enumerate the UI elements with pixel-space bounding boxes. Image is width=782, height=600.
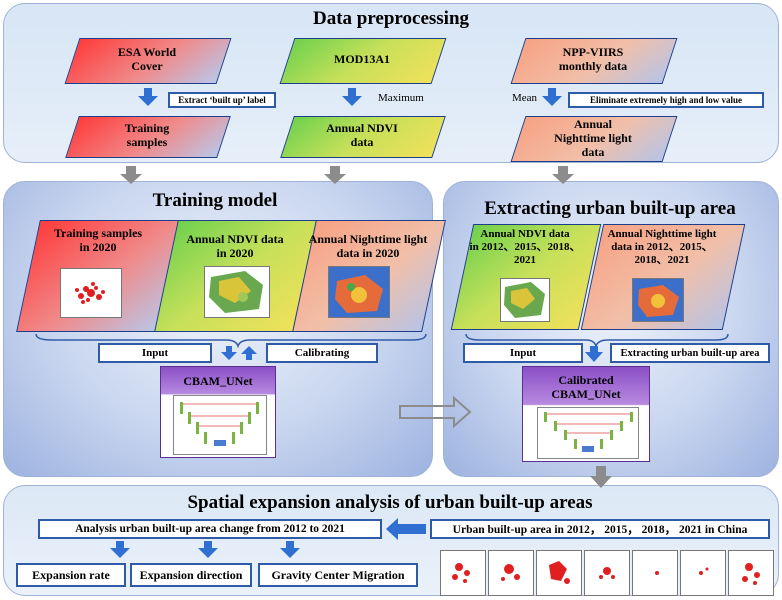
- train-samples-label: Training samples in 2020: [53, 226, 143, 254]
- train-samples-node: Training samples in 2020: [16, 220, 182, 332]
- extract-ntl-node: Annual Nighttime light data in 2012、2015…: [580, 224, 746, 330]
- npp-node: NPP-VIIRS monthly data: [510, 38, 678, 84]
- annual-ndvi-label: Annual NDVI data: [326, 121, 398, 149]
- built-up-thumbnail-4: [584, 550, 630, 596]
- training-ntl-map: [328, 266, 390, 318]
- training-bracket: [35, 333, 427, 349]
- urban-area-box: Urban built-up area in 2012， 2015， 2018，…: [430, 519, 770, 539]
- arrow-to-rate: [110, 541, 130, 558]
- arrow-calibrate-up: [241, 346, 257, 360]
- expansion-direction-box: Expansion direction: [130, 563, 252, 587]
- extract-label-box: Extract ‘built up’ label: [168, 92, 276, 108]
- train-ntl-label: Annual Nighttime light data in 2020: [308, 232, 428, 260]
- calibrating-box: Calibrating: [266, 343, 378, 363]
- training-samples-node: Training samples: [65, 116, 231, 158]
- training-title: Training model: [152, 190, 278, 211]
- cbam-unet-model: CBAM_UNet: [160, 366, 276, 458]
- built-up-thumbnail-3: [536, 550, 582, 596]
- annual-ntl-node: Annual Nighttime light data: [510, 116, 678, 162]
- preprocessing-title: Data preprocessing: [312, 8, 470, 29]
- grey-arrow-2: [324, 166, 346, 184]
- training-samples-map: [60, 268, 122, 318]
- calibrated-cbam-unet-diagram: [537, 407, 639, 459]
- built-up-thumbnail-5: [632, 550, 678, 596]
- train-input-box: Input: [98, 343, 212, 363]
- cbam-unet-label: CBAM_UNet: [183, 374, 253, 388]
- extracting-title: Extracting urban built-up area: [484, 198, 736, 219]
- grey-arrow-down-spatial: [590, 466, 612, 488]
- cbam-unet-diagram: [173, 395, 267, 455]
- spatial-title: Spatial expansion analysis of urban buil…: [187, 492, 593, 513]
- arrow-to-direction: [198, 541, 218, 558]
- annual-ndvi-node: Annual NDVI data: [280, 116, 446, 158]
- extract-ndvi-label: Annual NDVI data in 2012、2015、2018、 2021: [469, 228, 581, 266]
- analysis-box: Analysis urban built-up area change from…: [38, 519, 382, 539]
- built-up-thumbnail-2: [488, 550, 534, 596]
- extracting-label-box: Extracting urban built-up area: [610, 343, 770, 363]
- mean-note: Mean: [512, 92, 538, 104]
- train-ntl-node: Annual Nighttime light data in 2020: [292, 220, 446, 332]
- arrow-extract-input-down: [585, 346, 603, 362]
- training-ndvi-map: [204, 266, 270, 318]
- extracting-bracket: [465, 333, 729, 349]
- esa-node: ESA World Cover: [64, 38, 232, 84]
- maximum-note: Maximum: [378, 92, 424, 104]
- built-up-thumbnail-1: [440, 550, 486, 596]
- calibrated-cbam-unet-model: Calibrated CBAM_UNet: [522, 366, 650, 462]
- mod-node: MOD13A1: [279, 38, 447, 84]
- arrow-urban-to-analysis: [386, 518, 426, 540]
- npp-label: NPP-VIIRS monthly data: [558, 45, 628, 73]
- gravity-center-box: Gravity Center Migration: [258, 563, 418, 587]
- grey-arrow-1: [120, 166, 142, 184]
- extract-input-box: Input: [463, 343, 583, 363]
- eliminate-box: Eliminate extremely high and low value: [568, 92, 764, 108]
- expansion-rate-box: Expansion rate: [16, 563, 126, 587]
- grey-arrow-right: [399, 395, 472, 429]
- extract-ntl-label: Annual Nighttime light data in 2012、2015…: [607, 228, 717, 266]
- arrow-mod-down: [342, 88, 362, 106]
- extract-ndvi-map: [500, 278, 550, 322]
- arrow-to-gravity: [280, 541, 300, 558]
- calibrated-cbam-unet-label: Calibrated CBAM_UNet: [551, 373, 621, 401]
- arrow-npp-down: [542, 88, 562, 106]
- train-ndvi-label: Annual NDVI data in 2020: [186, 232, 284, 260]
- mod-label: MOD13A1: [334, 52, 390, 66]
- built-up-thumbnail-6: [680, 550, 726, 596]
- extract-ndvi-node: Annual NDVI data in 2012、2015、2018、 2021: [450, 224, 602, 330]
- arrow-esa-down: [138, 88, 158, 106]
- train-ndvi-node: Annual NDVI data in 2020: [154, 220, 318, 332]
- arrow-input-down: [221, 346, 237, 360]
- annual-ntl-label: Annual Nighttime light data: [554, 117, 632, 159]
- extract-ntl-map: [632, 278, 684, 322]
- grey-arrow-3: [552, 166, 574, 184]
- training-samples-label: Training samples: [124, 121, 170, 149]
- built-up-thumbnail-7: [728, 550, 774, 596]
- esa-label: ESA World Cover: [117, 45, 177, 73]
